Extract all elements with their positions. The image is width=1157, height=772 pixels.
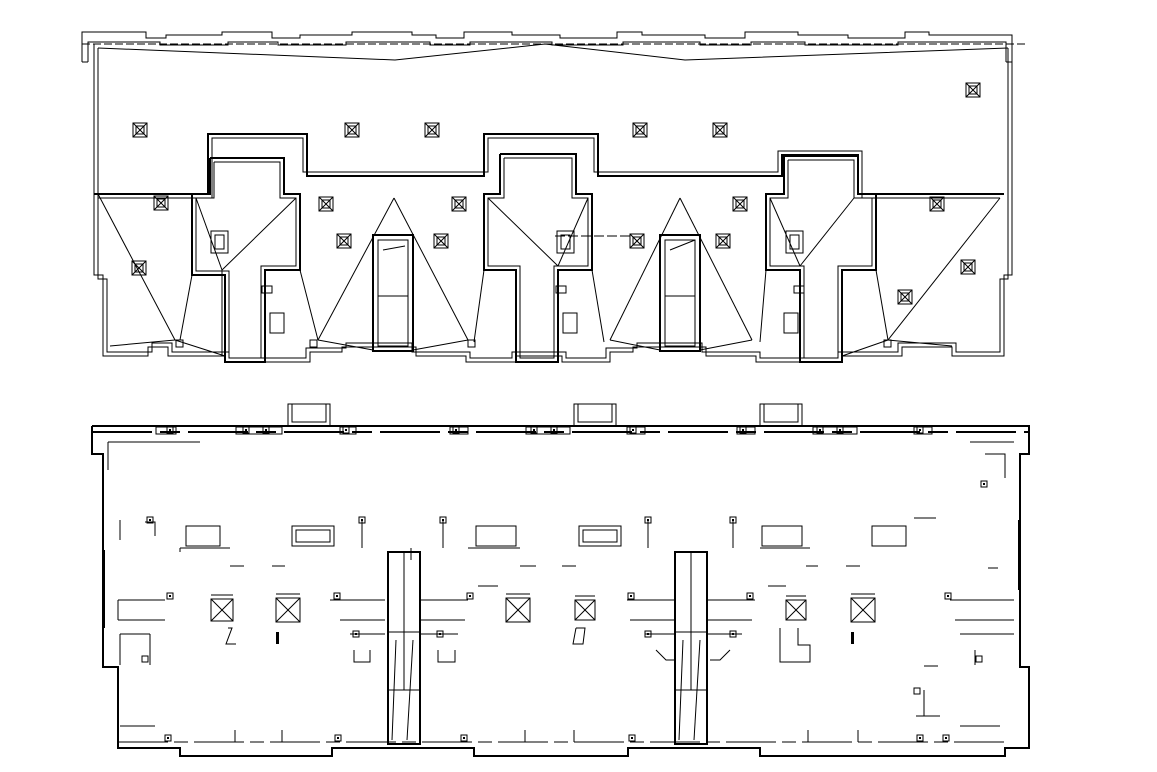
floor-counters [185,525,907,547]
column-marker [436,630,444,638]
column-marker [629,426,637,434]
column-marker [334,734,342,742]
roof-vent-icon [433,233,449,249]
column-marker [627,592,635,600]
column-marker [358,516,366,524]
roof-vent-icon [132,122,148,138]
roof-vent-icon [897,289,913,305]
column-marker [836,426,844,434]
shaft-icon [785,595,807,621]
column-marker [816,426,824,434]
column-marker [333,592,341,600]
roof-stair-2 [659,234,701,352]
roof-vent-icon [451,196,467,212]
roof-vents [131,82,981,305]
roof-ridge [97,43,1009,61]
column-marker [628,734,636,742]
roof-vent-icon [336,233,352,249]
roof-plan [81,31,1025,363]
roof-vent-icon [131,260,147,276]
shaft-icon [850,593,876,623]
floor-fixtures [141,627,983,695]
floor-partitions [107,441,1014,742]
roof-vent-icon [965,82,981,98]
shaft-icon [574,595,596,621]
column-marker [242,426,250,434]
floor-stair-2 [674,551,708,745]
column-marker [466,592,474,600]
column-marker [452,426,460,434]
roof-hip-lines [97,193,1001,357]
column-marker [550,426,558,434]
column-marker [644,516,652,524]
column-marker [644,630,652,638]
column-marker [166,592,174,600]
roof-vent-icon [715,233,731,249]
floor-stair-1 [387,548,421,745]
roof-vent-icon [424,122,440,138]
roof-vent-icon [632,122,648,138]
column-marker [439,516,447,524]
column-marker [916,734,924,742]
roof-vent-icon [929,196,945,212]
roof-vent-icon [960,259,976,275]
floor-outer-wall [91,425,1030,757]
column-marker [746,592,754,600]
column-marker [460,734,468,742]
roof-stair-1 [372,234,414,352]
column-marker [729,516,737,524]
shaft-icon [505,593,531,623]
roof-outer-wall [93,44,1013,363]
roof-parapet-top [81,31,1025,63]
column-marker [166,426,174,434]
column-marker [146,516,154,524]
floor-column-markers [146,426,988,742]
roof-vent-icon [344,122,360,138]
roof-wall-markers [175,285,892,348]
column-marker [729,630,737,638]
column-marker [530,426,538,434]
shaft-icon [210,594,234,622]
roof-vent-icon [629,233,645,249]
roof-vent-icon [318,196,334,212]
column-marker [980,480,988,488]
shaft-icon [275,593,301,623]
floor-shafts [210,593,876,623]
roof-core-outline [94,133,1004,195]
roof-vent-icon [712,122,728,138]
column-marker [916,426,924,434]
column-marker [944,592,952,600]
floor-plan [91,403,1030,757]
roof-tower-3 [765,155,877,363]
column-marker [262,426,270,434]
roof-vent-icon [732,196,748,212]
column-marker [739,426,747,434]
column-marker [342,426,350,434]
column-marker [164,734,172,742]
column-marker [942,734,950,742]
roof-vent-icon [153,195,169,211]
column-marker [352,630,360,638]
roof-tower-2 [483,153,593,363]
